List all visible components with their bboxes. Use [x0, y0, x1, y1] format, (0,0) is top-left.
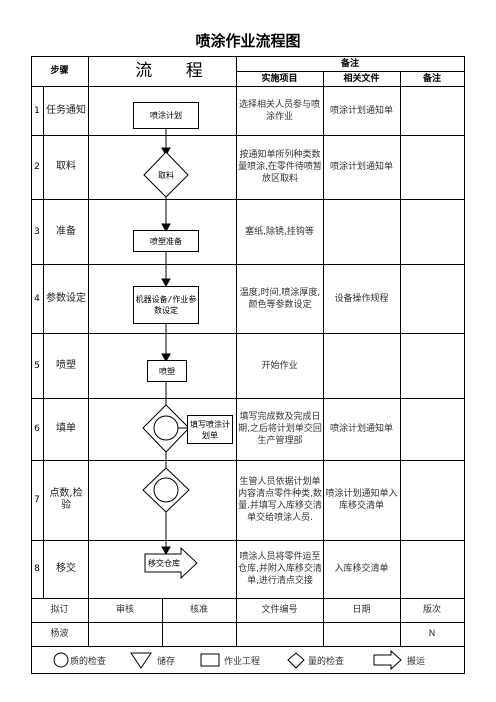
footer-label: 核准	[189, 605, 208, 615]
footer-value	[323, 622, 400, 646]
legend-storage-label: 储存	[157, 657, 176, 667]
flow-label-transfer: 移交仓库	[148, 558, 180, 568]
legend-work-label: 作业工程	[224, 657, 261, 667]
step-action: 生管人员依据计划单内容清点零件种类,数量.并填写入库移交清单交给喷涂人员.	[238, 477, 322, 523]
footer-label: 审核	[115, 605, 134, 615]
step-number: 1	[34, 105, 40, 116]
footer-value: N	[428, 629, 436, 639]
footer-value	[162, 622, 236, 646]
page-title: 喷涂作业流程图	[195, 32, 301, 50]
flow-box-prepare: 喷塑准备	[133, 230, 199, 252]
step-action: 塞纸,除锈,挂钩等	[245, 226, 314, 237]
check-circle	[153, 477, 179, 503]
step-name: 点数,检验	[49, 488, 83, 511]
flow-box-setup: 机器设备/作业参数设定	[133, 286, 199, 324]
step-doc: 设备操作规程	[334, 293, 389, 304]
arrowhead	[161, 546, 171, 556]
header-note: 备注	[422, 73, 441, 84]
step-number: 8	[34, 564, 40, 574]
step-name: 填单	[56, 423, 76, 434]
step-number: 2	[34, 162, 40, 172]
step-doc: 喷涂计划通知单入库移交清单	[325, 489, 398, 511]
flow-label-pick: 取料	[158, 170, 174, 180]
header-flow: 流 程	[135, 61, 217, 81]
header-remarks: 备注	[340, 58, 359, 69]
step-name: 任务通知	[46, 104, 86, 116]
step-number: 6	[34, 424, 40, 434]
step-action: 选择相关人员参与喷涂作业	[238, 99, 320, 122]
step-doc: 喷涂计划通知单	[329, 162, 393, 172]
step-name: 喷塑	[56, 359, 76, 371]
flow-box-fill-form: 填写喷涂计划单	[187, 415, 233, 444]
step-number: 5	[34, 360, 40, 371]
flow-box-spray: 喷塑	[147, 360, 187, 382]
footer-label: 拟订	[50, 605, 69, 615]
legend-transport-label: 搬运	[407, 657, 426, 667]
step-action: 按通知单所列种类数量喷涂,在零件待喷暂放区取料	[238, 150, 322, 184]
footer-label: 文件编号	[261, 605, 298, 615]
step-number: 3	[34, 226, 40, 237]
step-action: 温度,时间,喷涂厚度,颜色等参数设定	[239, 287, 321, 310]
legend-quality-label: 质的检查	[70, 657, 107, 667]
footer-value	[88, 622, 162, 646]
step-name: 参数设定	[46, 292, 86, 304]
step-name: 准备	[56, 225, 76, 237]
check-circle	[153, 415, 179, 441]
legend-triangle-icon	[130, 652, 152, 669]
arrowhead	[161, 223, 171, 233]
header-docs: 相关文件	[343, 73, 380, 84]
step-doc: 入库移交清单	[334, 564, 389, 574]
legend-shapes	[53, 649, 402, 671]
footer-value: 杨波	[50, 629, 69, 639]
footer-label: 版次	[422, 605, 441, 615]
step-doc: 喷涂计划通知单	[329, 424, 393, 434]
step-name: 移交	[56, 563, 76, 574]
step-doc: 喷涂计划通知单	[329, 105, 393, 116]
legend-circle-icon	[53, 652, 69, 668]
step-number: 4	[34, 293, 40, 304]
legend-quantity-label: 量的检查	[308, 657, 345, 667]
legend-arrow-icon	[373, 649, 402, 671]
step-action: 填写完成数及完成日期,之后将计划单交回生产管理部	[238, 412, 322, 446]
arrowhead	[161, 353, 171, 363]
header-step: 步骤	[50, 66, 69, 76]
legend-diamond-icon	[287, 652, 305, 669]
header-action: 实施项目	[261, 73, 298, 84]
flow-box-plan: 喷涂计划	[133, 102, 199, 129]
step-action: 开始作业	[261, 360, 298, 371]
step-action: 喷涂人员将零件运至仓库,并附入库移交清单,进行清点交接	[238, 552, 322, 586]
step-name: 取料	[56, 161, 76, 172]
footer-label: 日期	[352, 605, 371, 615]
footer-value	[236, 622, 323, 646]
quantity-check-diamond	[143, 151, 189, 198]
legend-rect-icon	[200, 653, 220, 667]
step-number: 7	[34, 495, 40, 505]
arrowhead	[161, 278, 171, 288]
transport-arrow	[144, 546, 198, 580]
